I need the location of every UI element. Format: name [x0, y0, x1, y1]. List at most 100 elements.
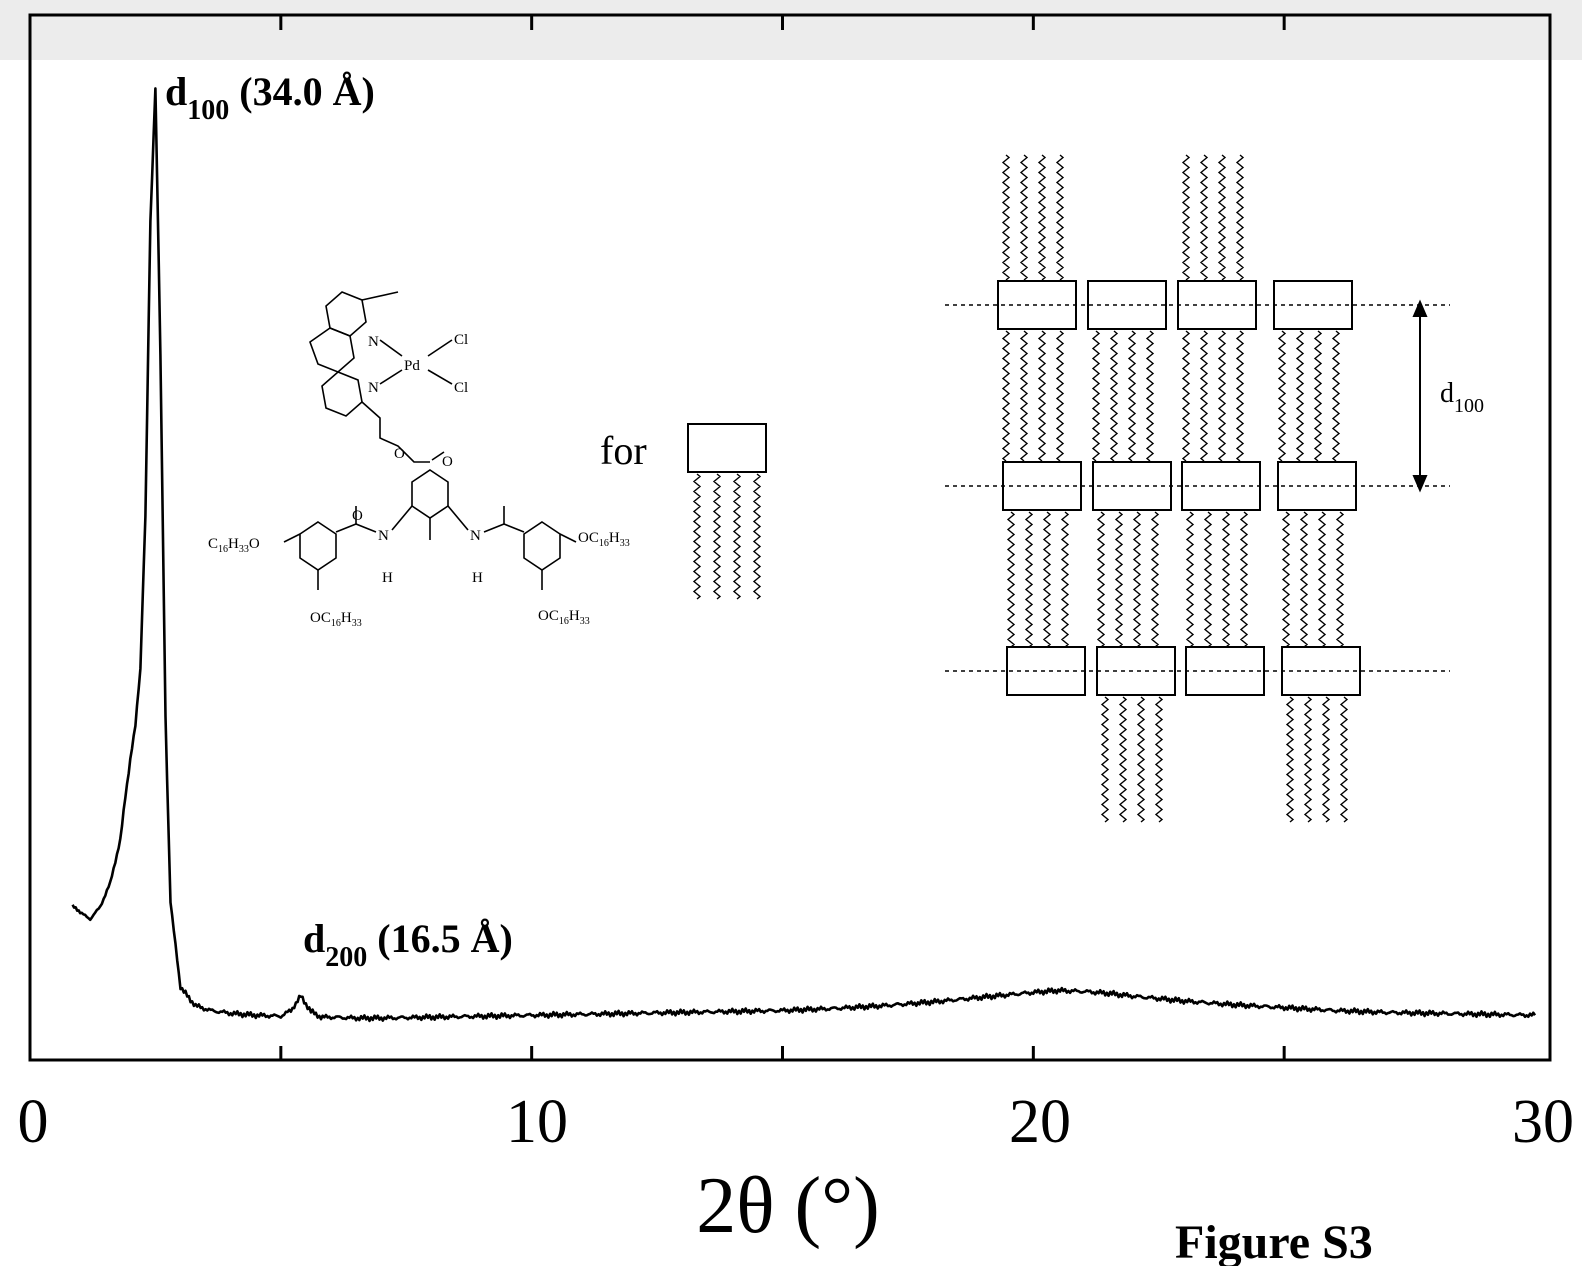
- atom-label: O: [352, 508, 363, 524]
- peak-label-main: d: [165, 69, 187, 114]
- peak-label-sub: 200: [325, 942, 367, 973]
- sub-sub: 16: [331, 618, 341, 629]
- alkyl-chain: [712, 473, 722, 600]
- alkyl-chain: [1001, 154, 1011, 281]
- alkyl-chain: [1321, 696, 1331, 823]
- ether-bond: [283, 533, 301, 543]
- sub-sub: 33: [620, 538, 630, 549]
- alkyl-chain: [1235, 154, 1245, 281]
- alkyl-chain: [1235, 330, 1245, 462]
- nh-bond: [391, 505, 413, 531]
- alkyl-chain: [1118, 696, 1128, 823]
- alkyl-chain: [1145, 330, 1155, 462]
- x-tick-label: 10: [506, 1088, 568, 1156]
- alkyl-chain: [1239, 511, 1249, 648]
- alkyl-chain: [1281, 511, 1291, 648]
- sub-main: OC: [310, 610, 331, 626]
- sub-mid: H: [341, 610, 352, 626]
- alkyl-chain: [1136, 696, 1146, 823]
- sub-sub: 16: [559, 616, 569, 627]
- atom-label: Cl: [454, 380, 468, 396]
- series-line: [71, 87, 1537, 1023]
- alkyl-chain: [1100, 696, 1110, 823]
- alkyl-chain: [1154, 696, 1164, 823]
- phen-ring-bottom: [321, 371, 363, 417]
- pd-cl-bond: [427, 339, 453, 357]
- atom-label: H: [472, 570, 483, 586]
- alkyl-chain: [1335, 511, 1345, 648]
- atom-label: H: [382, 570, 393, 586]
- alkyl-chain: [1037, 154, 1047, 281]
- arrow-head-top: [1412, 299, 1428, 317]
- sub-main: C: [208, 536, 218, 552]
- alkyl-chain: [1132, 511, 1142, 648]
- peak-label-rest: (34.0 Å): [229, 69, 375, 114]
- alkyl-chain: [1150, 511, 1160, 648]
- alkyl-chain: [1181, 154, 1191, 281]
- x-tick-label: 20: [1009, 1088, 1071, 1156]
- peak-label-d200: d200 (16.5 Å): [303, 916, 513, 973]
- peak-label-rest: (16.5 Å): [367, 916, 513, 961]
- alkyl-chain: [1313, 330, 1323, 462]
- spacing-label-sub: 100: [1454, 395, 1484, 417]
- atom-label: N: [378, 528, 389, 544]
- alkyl-chain: [1199, 154, 1209, 281]
- central-benzene: [411, 469, 449, 519]
- plot-frame: [28, 13, 1552, 1062]
- chemical-labels: N N Pd Cl Cl O O O N N H H C16H33O OC16H…: [208, 332, 630, 629]
- pd-cl-bond: [427, 369, 453, 385]
- substituent-label: OC16H33: [538, 608, 590, 627]
- linker-bonds: [361, 401, 430, 463]
- sub-main: OC: [578, 530, 599, 546]
- sub-end: O: [249, 536, 260, 552]
- alkyl-chain: [1019, 154, 1029, 281]
- atom-label: N: [470, 528, 481, 544]
- alkyl-chain: [1042, 511, 1052, 648]
- sub-mid: H: [228, 536, 239, 552]
- atom-label: O: [442, 454, 453, 470]
- series-layer: [71, 87, 1537, 1023]
- x-tick-label: 0: [18, 1088, 49, 1156]
- spacing-label-main: d: [1440, 378, 1454, 409]
- amide-left: [335, 523, 377, 533]
- peak-label-d100: d100 (34.0 Å): [165, 69, 375, 126]
- sub-sub: 16: [599, 538, 609, 549]
- atom-label: Cl: [454, 332, 468, 348]
- alkyl-chain: [1317, 511, 1327, 648]
- arrow-head-bottom: [1412, 475, 1428, 493]
- sub-sub: 33: [580, 616, 590, 627]
- atom-label: N: [368, 380, 379, 396]
- alkyl-chain: [1199, 330, 1209, 462]
- axis-ticks: [279, 15, 1286, 1060]
- substituent-label: OC16H33: [310, 610, 362, 629]
- d100-spacing-arrow: [1412, 299, 1428, 493]
- sub-sub: 33: [239, 544, 249, 555]
- scan-background-band: [0, 0, 1582, 60]
- left-benzene: [299, 521, 337, 571]
- x-axis-label: 2θ (°): [696, 1162, 880, 1250]
- peak-label-main: d: [303, 916, 325, 961]
- d100-spacing-label: d100: [1440, 378, 1484, 417]
- alkyl-chain: [692, 473, 702, 600]
- substituent-label: OC16H33: [578, 530, 630, 549]
- carbonyl-bond: [431, 451, 445, 461]
- alkyl-chain: [1285, 696, 1295, 823]
- methyl-bond: [361, 291, 399, 301]
- atom-label: O: [394, 446, 405, 462]
- molecule-schematic-glyph: [687, 423, 767, 600]
- substituent-label: C16H33O: [208, 536, 260, 555]
- alkyl-chain: [1096, 511, 1106, 648]
- sub-main: OC: [538, 608, 559, 624]
- alkyl-chain: [1295, 330, 1305, 462]
- alkyl-chain: [1055, 330, 1065, 462]
- core-block: [687, 423, 767, 473]
- amide-right: [483, 523, 525, 533]
- alkyl-chain: [1277, 330, 1287, 462]
- atom-label: N: [368, 334, 379, 350]
- sub-mid: H: [609, 530, 620, 546]
- alkyl-chain: [732, 473, 742, 600]
- for-label: for: [600, 428, 647, 473]
- atom-label: Pd: [404, 358, 420, 374]
- n-pd-bond: [379, 369, 403, 385]
- alkyl-chain: [1331, 330, 1341, 462]
